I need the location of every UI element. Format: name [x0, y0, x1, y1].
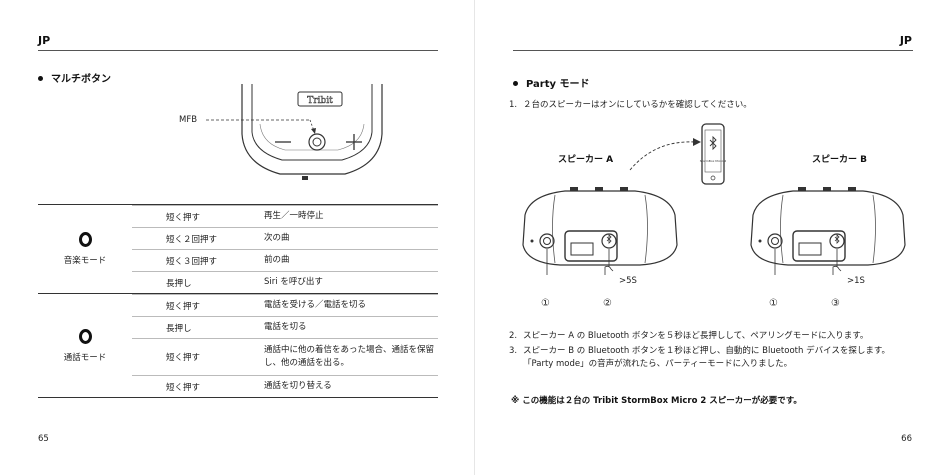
phone-pairing-illustration: StormBox Micro 2: [629, 123, 727, 185]
table-row: 短く３回押す前の曲: [132, 249, 438, 271]
phone-screen-text: StormBox Micro 2: [700, 159, 727, 163]
header-rule: [513, 50, 913, 51]
step-1: 1.２台のスピーカーはオンにしているかを確認してください。: [509, 100, 752, 110]
button-function-table: 音楽モード 短く押す再生／一時停止 短く２回押す次の曲 短く３回押す前の曲 長押…: [38, 204, 438, 398]
bluetooth-icon: [606, 234, 612, 244]
finger-press-icon: [832, 265, 842, 275]
table-row: 短く押す電話を受ける／電話を切る: [132, 294, 438, 316]
step-3: 3.スピーカー B の Bluetooth ボタンを１秒ほど押し、自動的に Bl…: [509, 346, 890, 369]
callout-bluetooth-b: ③: [831, 298, 840, 309]
language-header: JP: [899, 34, 912, 47]
table-row: 長押し電話を切る: [132, 316, 438, 338]
left-page: JP マルチボタン Tribit MFB 音楽モード 短く押す再生／一時停止 短…: [38, 34, 438, 444]
callout-power: ①: [769, 298, 778, 309]
section-title: Party モード: [513, 75, 590, 90]
mfb-ring-icon: [78, 328, 92, 344]
bullet-icon: [38, 75, 43, 81]
speaker-a-label: スピーカー A: [558, 155, 614, 165]
right-page: JP Party モード 1.２台のスピーカーはオンにしているかを確認してくださ…: [475, 0, 950, 475]
speaker-button-illustration: Tribit: [206, 84, 383, 180]
music-mode-group: 音楽モード 短く押す再生／一時停止 短く２回押す次の曲 短く３回押す前の曲 長押…: [38, 205, 438, 294]
table-row: 短く押す再生／一時停止: [132, 205, 438, 227]
bluetooth-icon: [834, 234, 840, 244]
language-header: JP: [38, 34, 51, 47]
mfb-ring-icon: [78, 232, 92, 247]
page-number: 65: [38, 434, 49, 444]
bluetooth-icon: [709, 135, 717, 151]
header-rule: [38, 50, 438, 51]
mfb-label: MFB: [179, 115, 198, 125]
speaker-b-label: スピーカー B: [812, 155, 867, 165]
finger-press-icon: [604, 265, 614, 275]
step-2: 2.スピーカー A の Bluetooth ボタンを５秒ほど長押しして、ペアリン…: [509, 331, 869, 341]
press-duration-a: >5S: [619, 276, 637, 286]
page-gutter: [474, 0, 475, 475]
speaker-a-illustration: [522, 187, 678, 275]
call-mode-label: 通話モード: [38, 294, 132, 397]
bullet-icon: [513, 80, 518, 86]
requirement-note: ※ この機能は２台の Tribit StormBox Micro 2 スピーカー…: [511, 396, 802, 406]
call-mode-group: 通話モード 短く押す電話を受ける／電話を切る 長押し電話を切る 短く押す通話中に…: [38, 294, 438, 398]
callout-bluetooth-a: ②: [603, 298, 612, 309]
callout-power: ①: [541, 298, 550, 309]
page-number: 66: [901, 434, 912, 444]
speaker-b-illustration: [750, 187, 906, 275]
table-row: 短く２回押す次の曲: [132, 227, 438, 249]
press-duration-b: >1S: [847, 276, 865, 286]
table-row: 短く押す通話中に他の着信をあった場合、通話を保留し、他の通話を出る。: [132, 338, 438, 375]
tribit-logo: Tribit: [307, 96, 333, 106]
table-row: 短く押す通話を切り替える: [132, 375, 438, 397]
music-mode-label: 音楽モード: [38, 205, 132, 293]
section-title: マルチボタン: [38, 70, 111, 85]
